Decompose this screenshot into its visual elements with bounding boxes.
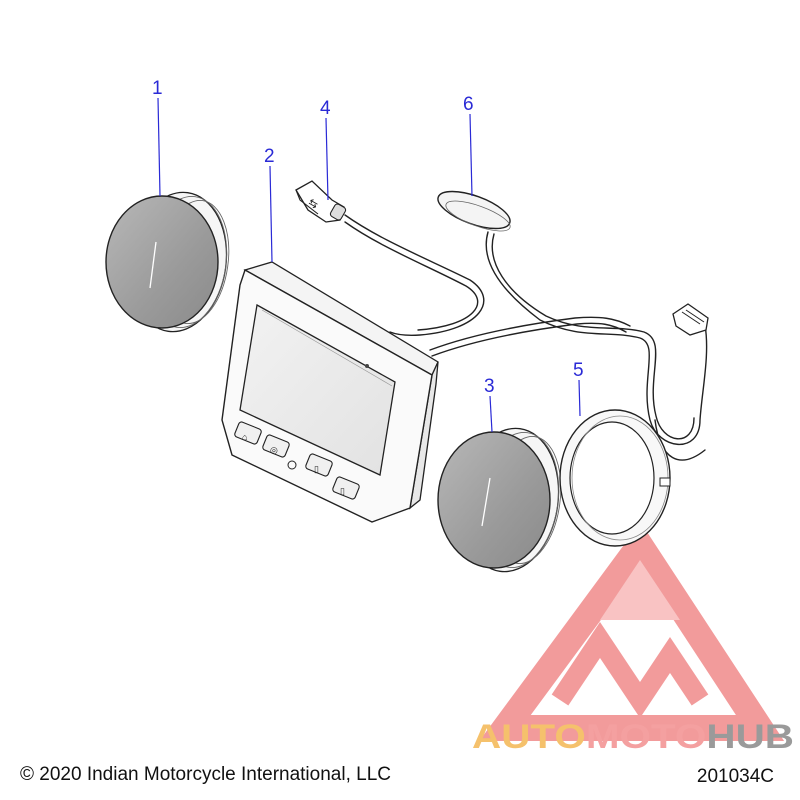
callout-6: 6: [463, 94, 474, 115]
diagram-code: 201034C: [696, 766, 774, 787]
watermark-hub: HUB: [706, 718, 794, 756]
antenna-puck: [437, 190, 511, 232]
button-row: ⌂ ◎ ▯ ▯: [234, 421, 360, 500]
watermark-logo: [479, 522, 785, 741]
svg-text:▯: ▯: [340, 486, 345, 496]
callout-leaders: [157, 97, 581, 433]
svg-text:⌂: ⌂: [242, 432, 247, 442]
callout-1: 1: [152, 78, 163, 99]
end-connector: [672, 303, 709, 336]
svg-text:◎: ◎: [270, 445, 278, 455]
gauge-pod-1: [105, 191, 230, 333]
watermark-auto: AUTO: [472, 718, 586, 756]
display-unit: ⌂ ◎ ▯ ▯: [221, 261, 439, 523]
cable-harness: [344, 214, 708, 461]
callout-4: 4: [320, 98, 331, 119]
trim-ring-5: [559, 409, 671, 547]
callout-labels: 1 2 3 4 5 6: [152, 78, 584, 397]
callout-3: 3: [484, 376, 495, 397]
callout-2: 2: [264, 146, 275, 167]
callout-5: 5: [573, 360, 584, 381]
gauge-pod-3: [437, 427, 562, 573]
svg-text:▯: ▯: [314, 464, 319, 474]
copyright-notice: © 2020 Indian Motorcycle International, …: [20, 764, 391, 785]
watermark-moto: MOTO: [586, 718, 707, 756]
usb-connector: ⇆: [295, 180, 347, 223]
